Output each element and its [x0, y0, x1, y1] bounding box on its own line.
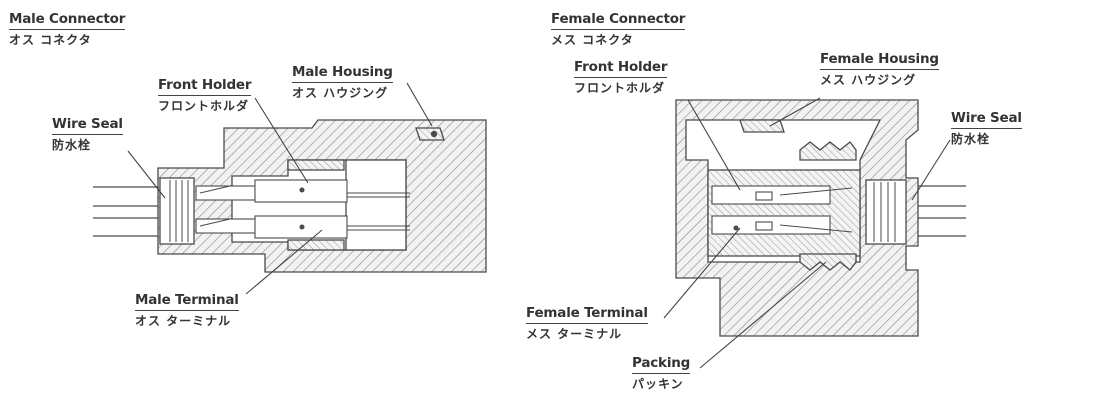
- female-connector-title-en: Female Connector: [551, 12, 685, 30]
- male-wire-seal: [159, 177, 195, 245]
- male-housing-label-jp: オス ハウジング: [292, 85, 389, 100]
- male-leader-lines: [127, 82, 433, 295]
- male-latch: [415, 127, 445, 141]
- male-receptacle: [345, 159, 407, 251]
- female-front-holder-label-en: Front Holder: [574, 60, 668, 78]
- male-housing-label-en: Male Housing: [292, 65, 393, 83]
- female-packing-label-jp: パッキン: [632, 376, 684, 391]
- female-wire-seal-label-en: Wire Seal: [951, 111, 1022, 129]
- male-wire-seal-ribs: [169, 180, 189, 242]
- female-wire-seal: [865, 179, 907, 245]
- male-terminal-label-jp: オス ターミナル: [135, 313, 232, 328]
- female-latch: [739, 119, 785, 133]
- male-housing-label: Male Housing オス ハウジング: [292, 65, 393, 100]
- male-terminals: [195, 179, 410, 239]
- male-front-holder-label-en: Front Holder: [158, 78, 252, 96]
- female-housing-label: Female Housing メス ハウジング: [820, 52, 939, 87]
- female-connector: [675, 99, 966, 337]
- male-front-holder-label-jp: フロントホルダ: [158, 98, 250, 113]
- female-wire-seal-label: Wire Seal 防水栓: [951, 111, 1022, 146]
- male-wires: [93, 186, 158, 237]
- female-packing-label: Packing パッキン: [632, 356, 690, 391]
- female-inner-core: [707, 169, 861, 257]
- male-front-holder: [287, 159, 345, 171]
- female-housing-label-en: Female Housing: [820, 52, 939, 70]
- female-leader-lines: [663, 97, 951, 369]
- female-wire-seal-label-jp: 防水栓: [951, 131, 991, 146]
- female-terminals: [711, 185, 853, 235]
- female-terminal-label-en: Female Terminal: [526, 306, 648, 324]
- female-packing: [799, 141, 857, 161]
- female-connector-title-jp: メス コネクタ: [551, 32, 634, 47]
- male-front-holder-label: Front Holder フロントホルダ: [158, 78, 252, 113]
- female-housing-label-jp: メス ハウジング: [820, 72, 917, 87]
- male-terminal-label: Male Terminal オス ターミナル: [135, 293, 239, 328]
- male-wire-seal-label-jp: 防水栓: [52, 137, 92, 152]
- female-terminal-label: Female Terminal メス ターミナル: [526, 306, 648, 341]
- female-connector-title: Female Connector メス コネクタ: [551, 12, 685, 47]
- male-connector-title-jp: オス コネクタ: [9, 32, 92, 47]
- female-terminal-label-jp: メス ターミナル: [526, 326, 623, 341]
- female-wire-seal-ribs: [873, 182, 896, 242]
- male-connector-title: Male Connector オス コネクタ: [9, 12, 125, 47]
- male-wire-seal-label-en: Wire Seal: [52, 117, 123, 135]
- female-front-holder-label-jp: フロントホルダ: [574, 80, 666, 95]
- male-connector-title-en: Male Connector: [9, 12, 125, 30]
- female-front-holder-label: Front Holder フロントホルダ: [574, 60, 668, 95]
- male-connector: [93, 119, 487, 273]
- female-packing-label-en: Packing: [632, 356, 690, 374]
- male-terminal-label-en: Male Terminal: [135, 293, 239, 311]
- male-wire-seal-label: Wire Seal 防水栓: [52, 117, 123, 152]
